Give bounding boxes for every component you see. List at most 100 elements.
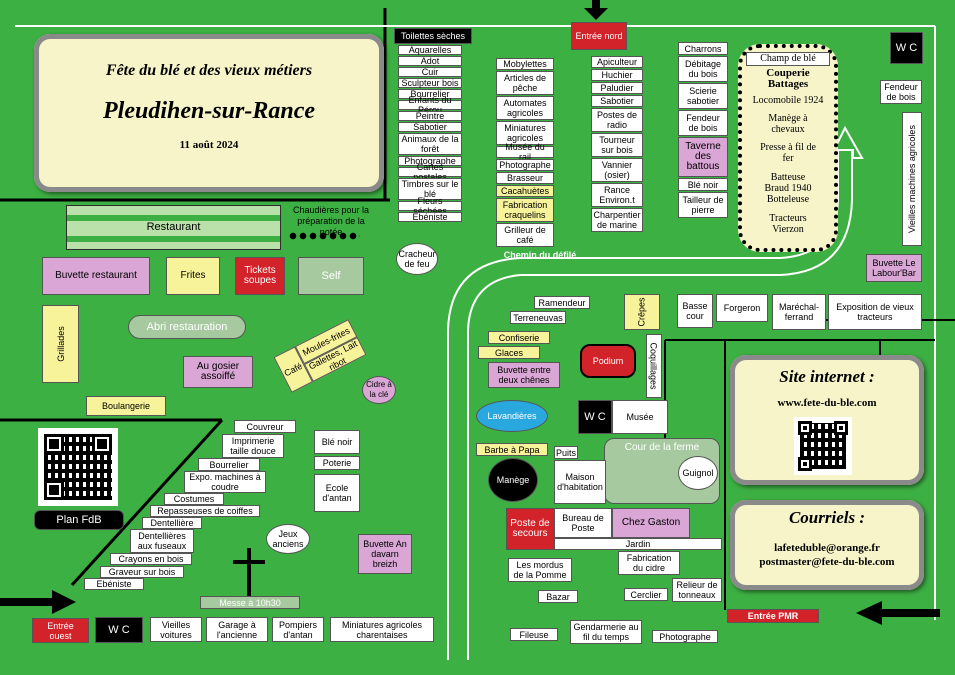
abri-restauration[interactable]: Abri restauration [128,315,246,339]
miniatures-charentaises[interactable]: Miniatures agricoles charentaises [330,617,434,642]
puits[interactable]: Puits [554,446,578,459]
poste-de-secours[interactable]: Poste de secours [506,508,554,550]
marechal-ferrand[interactable]: Maréchal-ferrand [772,294,826,330]
site-url[interactable]: www.fete-du-ble.com [777,397,877,409]
courriels-mail1[interactable]: lafeteduble@orange.fr [774,542,880,554]
forgeron[interactable]: Forgeron [716,294,768,322]
stand-aquarelles[interactable]: Aquarelles [398,45,462,55]
stand-grilleur-cafe[interactable]: Grilleur de café [496,223,554,247]
les-mordus-de-la-pomme[interactable]: Les mordus de la Pomme [508,558,572,582]
stand-photographe-2[interactable]: Photographe [496,159,554,171]
stand-expo-machines[interactable]: Expo. machines à coudre [184,471,266,493]
stand-automates[interactable]: Automates agricoles [496,96,554,120]
stand-taverne-battous[interactable]: Taverne des battous [678,137,728,177]
terreneuvas[interactable]: Terreneuvas [510,311,566,324]
cracheur-de-feu[interactable]: Cracheur de feu [396,243,438,275]
vieilles-voitures[interactable]: Vieilles voitures [150,617,202,642]
courriels-mail2[interactable]: postmaster@fete-du-ble.com [759,556,895,568]
garage-ancienne[interactable]: Garage à l'ancienne [206,617,268,642]
stand-charrons[interactable]: Charrons [678,42,728,55]
stand-costumes[interactable]: Costumes [164,493,224,505]
ramendeur[interactable]: Ramendeur [534,296,590,309]
stand-peintre[interactable]: Peintre [398,111,462,121]
buvette-entre-deux-chenes[interactable]: Buvette entre deux chênes [488,362,560,388]
glaces[interactable]: Glaces [478,346,540,359]
stand-imprimerie[interactable]: Imprimerie taille douce [222,434,284,458]
stand-ble-noir[interactable]: Blé noir [678,178,728,191]
stand-tourneur[interactable]: Tourneur sur bois [591,133,643,157]
basse-cour[interactable]: Basse cour [677,294,713,328]
bureau-de-poste[interactable]: Bureau de Poste [554,508,612,538]
cour-de-la-ferme[interactable]: Cour de la ferme [604,438,720,504]
confiserie[interactable]: Confiserie [488,331,550,344]
jeux-anciens[interactable]: Jeux anciens [266,524,310,554]
photographe-bottom[interactable]: Photographe [652,630,718,643]
stand-dentellieres-fuseaux[interactable]: Dentellières aux fuseaux [130,529,194,553]
vieilles-machines-agricoles[interactable]: Vieilles machines agricoles [902,112,922,246]
stand-scierie-sabotier[interactable]: Scierie sabotier [678,83,728,109]
crepes[interactable]: Crêpes [624,294,660,330]
champ-de-ble[interactable]: Champ de blé Couperie Battages Locomobil… [738,44,838,252]
stand-animaux-foret[interactable]: Animaux de la forêt [398,133,462,155]
fendeur-de-bois-right[interactable]: Fendeur de bois [880,80,922,104]
guignol[interactable]: Guignol [678,456,718,490]
stand-huchier[interactable]: Huchier [591,69,643,81]
stand-tailleur-pierre[interactable]: Tailleur de pierre [678,192,728,218]
stand-craquelins[interactable]: Fabrication craquelins [496,198,554,222]
jardin[interactable]: Jardin [554,538,722,550]
ble-noir[interactable]: Blé noir [314,430,360,454]
stand-rance-environ[interactable]: Rance Environ.t [591,183,643,207]
wc-middle[interactable]: W C [578,400,612,434]
buvette-an-davarn-breizh[interactable]: Buvette An davarn breizh [358,534,412,574]
podium[interactable]: Podium [580,344,636,378]
stand-cartes-postales[interactable]: Cartes postales [398,162,462,182]
musee[interactable]: Musée [612,400,668,434]
stand-debitage[interactable]: Débitage du bois [678,56,728,82]
stand-fendeur[interactable]: Fendeur de bois [678,110,728,136]
stand-couvreur[interactable]: Couvreur [234,420,296,433]
buvette-labour-bar[interactable]: Buvette Le Labour'Bar [866,254,922,282]
boulangerie[interactable]: Boulangerie [86,396,166,416]
self[interactable]: Self [298,257,364,295]
stand-dentelliere[interactable]: Dentellière [142,517,202,529]
stand-brasseur[interactable]: Brasseur [496,172,554,184]
fileuse[interactable]: Fileuse [510,628,558,641]
bazar[interactable]: Bazar [538,590,578,603]
stand-apiculteur[interactable]: Apiculteur [591,56,643,68]
stand-mobylettes[interactable]: Mobylettes [496,58,554,70]
cerclier[interactable]: Cerclier [624,588,668,601]
stand-graveur-bois[interactable]: Graveur sur bois [100,566,184,578]
stand-timbres-ble[interactable]: Timbres sur le blé [398,178,462,200]
stand-articles-peche[interactable]: Articles de pêche [496,71,554,95]
pompiers-dantan[interactable]: Pompiers d'antan [272,617,324,642]
lavandieres[interactable]: Lavandières [476,400,548,432]
stand-repasseuses[interactable]: Repasseuses de coiffes [150,505,260,517]
stand-miniatures-agricoles[interactable]: Miniatures agricoles [496,121,554,145]
wc-bottom[interactable]: W C [95,617,143,643]
stand-sculpteur-bois[interactable]: Sculpteur bois [398,78,462,88]
buvette-restaurant[interactable]: Buvette restaurant [42,257,150,295]
stand-musee-rail[interactable]: Musée du rail [496,142,554,162]
exposition-vieux-tracteurs[interactable]: Exposition de vieux tracteurs [828,294,922,330]
stand-bourrelier[interactable]: Bourrelier [398,89,462,99]
poterie[interactable]: Poterie [314,456,360,470]
manege[interactable]: Manège [488,458,538,502]
cidre-a-la-cle[interactable]: Cidre à la clé [362,376,396,404]
relieur-de-tonneaux[interactable]: Relieur de tonneaux [672,578,722,602]
coquillages[interactable]: Coquillages [646,334,662,398]
stand-sabotier-2[interactable]: Sabotier [591,95,643,107]
stand-cuir[interactable]: Cuir [398,67,462,77]
stand-photographe[interactable]: Photographe [398,156,462,166]
toilettes-seches[interactable]: Toilettes sèches [394,28,472,44]
stand-paludier[interactable]: Paludier [591,82,643,94]
fabrication-du-cidre[interactable]: Fabrication du cidre [618,551,680,575]
stand-cacahuetes[interactable]: Cacahuètes [496,185,554,197]
ecole-dantan[interactable]: Ecole d'antan [314,474,360,512]
stand-enfants-perou[interactable]: Enfants du Pérou [398,95,462,115]
stand-vannier[interactable]: Vannier (osier) [591,158,643,182]
entrance-north[interactable]: Entrée nord [571,22,627,50]
stand-postes-radio[interactable]: Postes de radio [591,108,643,132]
stand-adot[interactable]: Adot [398,56,462,66]
frites[interactable]: Frites [166,257,220,295]
entrance-pmr[interactable]: Entrée PMR [727,609,819,623]
